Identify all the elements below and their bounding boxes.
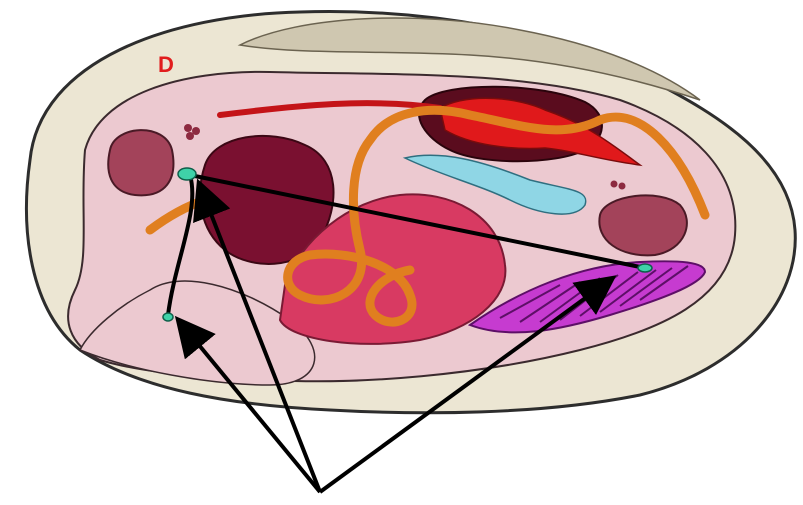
labial-palp-dot <box>186 132 194 140</box>
posterior-dot <box>611 181 618 188</box>
anterior-adductor-muscle <box>108 130 173 195</box>
cerebral-ganglion <box>178 168 196 180</box>
posterior-dot <box>619 183 626 190</box>
corner-label: D <box>158 52 174 77</box>
visceral-ganglion <box>638 264 652 272</box>
posterior-adductor-muscle <box>599 195 687 255</box>
labial-palp-dot <box>184 124 192 132</box>
pedal-ganglion <box>163 313 173 321</box>
